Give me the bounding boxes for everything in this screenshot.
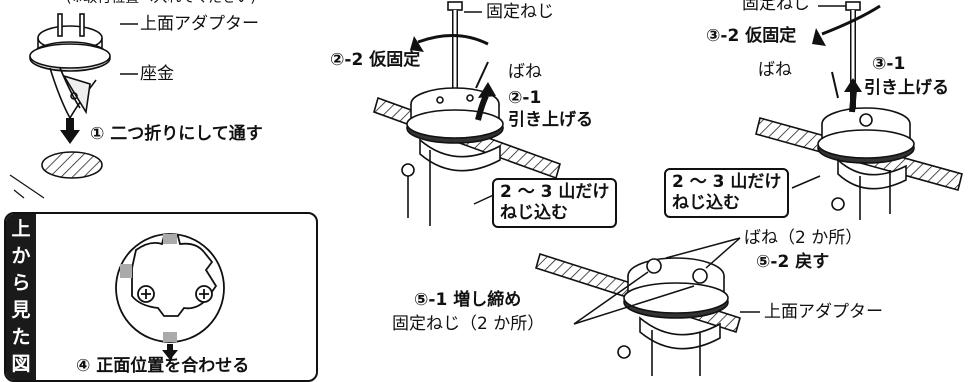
tab-char: 見	[11, 299, 31, 321]
step1-washer-label: 座金	[140, 64, 174, 84]
step3-illustration	[755, 1, 963, 220]
step3-callout: 2 ～ 3 山だけ ねじ込む	[664, 168, 790, 218]
rotate-arrow-head-icon-2	[812, 28, 826, 46]
tab-char: 図	[11, 353, 31, 375]
step5-springs-label: ばね（2 か所）	[744, 228, 863, 248]
step2-screw-label: 固定ねじ	[486, 2, 554, 22]
top-view-diagram	[115, 233, 225, 343]
tab-char: た	[11, 326, 31, 348]
callout-pointer-2	[791, 175, 821, 189]
align-arrow-icon	[162, 344, 178, 360]
step2-pull-up: 引き上げる	[508, 110, 593, 130]
step2-spring-label: ばね	[508, 62, 542, 82]
step1-adapter-label: 上面アダプター	[140, 14, 259, 34]
step2-step-no: ②-1	[508, 88, 542, 108]
rotate-arrow-icon	[417, 33, 489, 46]
step3-temp-fix: ③-2 仮固定	[706, 26, 797, 46]
mounting-hole	[9, 151, 103, 199]
step5-leader-lines	[573, 237, 760, 325]
top-view-instruction: ④ 正面位置を合わせる	[76, 356, 250, 376]
top-view-panel: 上 か ら 見 た 図	[4, 212, 318, 382]
step5-illustration	[535, 252, 741, 376]
step3-step-no: ③-1	[872, 54, 906, 74]
step1-top-cut-text: (※取付位置へ入れてください)	[66, 0, 256, 8]
step2-callout: 2 ～ 3 山だけ ねじ込む	[492, 178, 618, 228]
step5-tighten: ⑤-1 増し締め	[414, 290, 522, 310]
top-view-tab: 上 か ら 見 た 図	[6, 214, 36, 380]
step2-illustration	[373, 1, 561, 226]
step1-adapter-illustration	[29, 13, 111, 120]
step3-pull-up: 引き上げる	[864, 78, 949, 98]
step3-spring-label: ばね	[758, 60, 792, 80]
step2-callout-line1: 2 ～ 3 山だけ	[500, 182, 610, 202]
step3-screw-label: 固定ねじ	[742, 0, 810, 14]
down-arrow-icon	[60, 118, 80, 144]
step5-return: ⑤-2 戻す	[756, 252, 830, 272]
step1-instruction: ① 二つ折りにして通す	[90, 124, 263, 144]
step5-adapter-label: 上面アダプター	[764, 302, 883, 322]
step5-screws-label: 固定ねじ（2 か所）	[392, 314, 545, 334]
step2-temp-fix: ②-2 仮固定	[330, 50, 421, 70]
tab-char: ら	[11, 272, 31, 294]
step3-callout-line1: 2 ～ 3 山だけ	[672, 172, 782, 192]
tab-char: か	[11, 245, 31, 267]
up-arrow-icon	[475, 82, 496, 121]
tab-char: 上	[11, 218, 31, 240]
up-arrow-icon-2	[844, 78, 862, 113]
step2-callout-line2: ねじ込む	[500, 203, 568, 223]
step3-callout-line2: ねじ込む	[672, 193, 740, 213]
rotate-arrow-icon-2	[821, 4, 881, 36]
rotate-arrow-head-icon	[410, 36, 424, 52]
